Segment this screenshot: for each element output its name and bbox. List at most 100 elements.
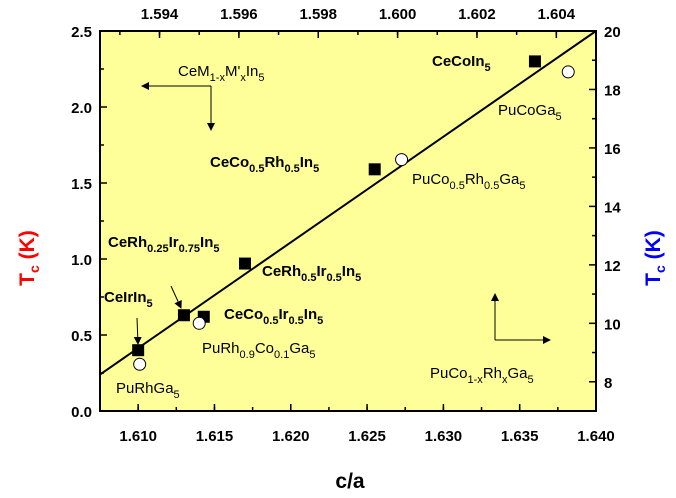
- label-text: Ir: [316, 263, 326, 280]
- label-text: M': [225, 63, 240, 80]
- label-text: In: [342, 263, 355, 280]
- label-subscript: x: [502, 374, 508, 386]
- y-left-tick-label: 1.5: [71, 176, 92, 193]
- point-labels: CeM1-xM'xIn5PuCo1-xRhxGa5CeCoIn5CeCo0.5R…: [104, 53, 562, 401]
- ce-point-marker: [238, 257, 251, 270]
- x-top-tick-label: 1.594: [141, 6, 179, 23]
- label-text: PuCo: [412, 171, 450, 188]
- label-subscript: 0.5: [249, 163, 264, 175]
- x-tick-label: 1.625: [348, 428, 386, 445]
- label-text: CeCo: [210, 154, 249, 171]
- ce-point-label: CeCo0.5Rh0.5In5: [210, 154, 319, 175]
- label-text: PuRhGa: [116, 380, 174, 397]
- y-right-label-main: T: [642, 273, 665, 286]
- label-subscript: 5: [528, 374, 534, 386]
- ce-point-label: CeRh0.5Ir0.5In5: [262, 263, 361, 284]
- label-text: CeRh: [108, 234, 147, 251]
- ce-point-marker: [368, 163, 381, 176]
- ce-point-marker: [132, 344, 145, 357]
- label-subscript: 0.5: [288, 315, 303, 327]
- label-subscript: 5: [258, 72, 264, 84]
- x-top-tick-label: 1.600: [379, 6, 417, 23]
- label-text: CeM: [178, 63, 210, 80]
- label-text: Rh: [264, 154, 284, 171]
- x-tick-label: 1.610: [119, 428, 157, 445]
- ce-point-marker: [528, 55, 541, 68]
- label-text: In: [300, 154, 313, 171]
- y-left-tick-label: 2.0: [71, 100, 92, 117]
- label-subscript: x: [240, 72, 246, 84]
- label-text: In: [200, 234, 213, 251]
- label-subscript: 0.5: [263, 315, 278, 327]
- label-text: Ga: [289, 340, 310, 357]
- label-text: CeCoIn: [432, 53, 485, 70]
- y-left-axis-label: Tc (K): [16, 230, 42, 286]
- y-left-label-main: T: [16, 273, 39, 286]
- label-subscript: 5: [213, 243, 219, 255]
- label-text: PuRh: [202, 340, 240, 357]
- ce-point-label: CeCo0.5Ir0.5In5: [224, 306, 323, 327]
- y-left-tick-label: 2.5: [71, 24, 92, 41]
- label-text: CeCo: [224, 306, 263, 323]
- y-right-axis-label: Tc (K): [642, 230, 668, 286]
- label-subscript: 5: [174, 389, 180, 401]
- y-right-label-sub: c: [652, 265, 668, 273]
- ce-point-marker: [177, 309, 190, 322]
- label-subscript: 5: [355, 272, 361, 284]
- ce-series-legend: CeM1-xM'xIn5: [178, 63, 264, 84]
- x-top-tick-label: 1.602: [458, 6, 496, 23]
- y-right-tick-label: 10: [604, 316, 621, 333]
- label-subscript: 0.25: [147, 243, 168, 255]
- label-subscript: 5: [313, 163, 319, 175]
- y-left-tick-label: 0.0: [71, 404, 92, 421]
- y-right-tick-label: 14: [604, 199, 621, 216]
- label-subscript: 5: [317, 315, 323, 327]
- y-right-tick-label: 8: [604, 375, 612, 392]
- ce-point-label: CeIrIn5: [104, 289, 153, 310]
- x-top-tick-label: 1.598: [299, 6, 337, 23]
- label-text: CeIrIn: [104, 289, 147, 306]
- y-right-tick-label: 12: [604, 258, 621, 275]
- pu-series-legend: PuCo1-xRhxGa5: [430, 365, 534, 386]
- label-text: Ga: [499, 171, 520, 188]
- label-text: Co: [255, 340, 274, 357]
- x-tick-label: 1.620: [272, 428, 310, 445]
- label-subscript: 5: [309, 349, 315, 361]
- pu-point-label: PuCoGa5: [498, 102, 562, 123]
- label-text: Ir: [169, 234, 179, 251]
- annotation-arrows: [133, 82, 551, 345]
- pu-point-label: PuRh0.9Co0.1Ga5: [202, 340, 315, 361]
- label-subscript: 1-x: [210, 72, 226, 84]
- label-text: Ga: [508, 365, 529, 382]
- label-text: Rh: [483, 365, 502, 382]
- ce-point-label: CeRh0.25Ir0.75In5: [108, 234, 220, 255]
- label-subscript: 0.5: [450, 180, 465, 192]
- label-subscript: 1-x: [468, 374, 484, 386]
- y-right-label-unit: (K): [642, 230, 665, 265]
- label-subscript: 0.5: [284, 163, 299, 175]
- plot-area: [99, 30, 597, 412]
- label-text: Rh: [465, 171, 484, 188]
- label-subscript: 5: [485, 62, 491, 74]
- x-tick-label: 1.640: [577, 428, 615, 445]
- label-subscript: 5: [556, 111, 562, 123]
- pu-point-label: PuRhGa5: [116, 380, 180, 401]
- data-points: [132, 55, 575, 371]
- label-text: CeRh: [262, 263, 301, 280]
- y-left-label-unit: (K): [16, 230, 39, 265]
- pu-point-marker: [192, 316, 206, 330]
- label-text: In: [246, 63, 259, 80]
- label-text: In: [304, 306, 317, 323]
- y-right-tick-label: 18: [604, 82, 621, 99]
- cerhir-arrow: [170, 285, 182, 309]
- x-axis-label: c/a: [335, 470, 365, 493]
- y-left-label-sub: c: [26, 265, 42, 273]
- label-text: Ir: [278, 306, 288, 323]
- label-subscript: 0.5: [301, 272, 316, 284]
- label-text: PuCoGa: [498, 102, 556, 119]
- y-right-tick-label: 16: [604, 141, 621, 158]
- label-subscript: 0.5: [326, 272, 341, 284]
- x-tick-label: 1.615: [196, 428, 234, 445]
